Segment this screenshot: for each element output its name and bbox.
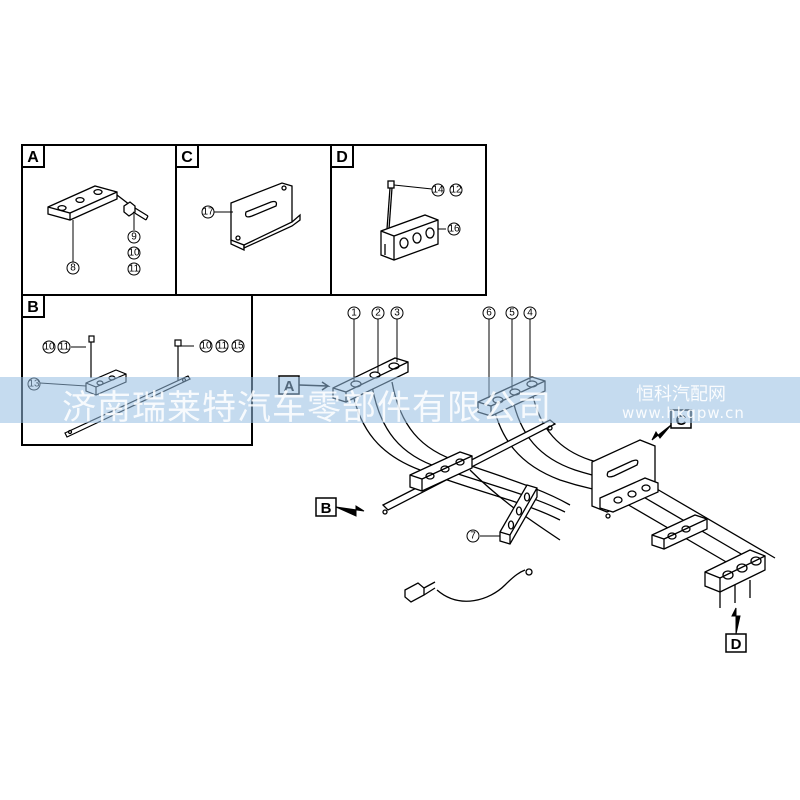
part-callouts-d: 14 12 16	[431, 183, 463, 236]
watermark-site-url: www.hkqpw.cn	[622, 404, 745, 422]
callout-15: 15	[232, 341, 244, 352]
bracket-c	[230, 182, 301, 252]
long-bolt-d	[386, 180, 395, 230]
callout-3: 3	[394, 308, 400, 319]
callout-b2-10: 10	[200, 341, 212, 352]
callout-b-10: 10	[43, 342, 55, 353]
callout-5: 5	[509, 308, 515, 319]
svg-text:B: B	[321, 500, 332, 517]
callout-4: 4	[527, 308, 533, 319]
callout-10: 10	[128, 248, 140, 259]
panel-a: A 8 9 10 11	[21, 144, 177, 296]
bolts-b	[88, 335, 182, 382]
panel-d-label: D	[336, 149, 348, 166]
panel-b-label: B	[27, 299, 39, 316]
main-assembly	[332, 357, 776, 608]
callout-1: 1	[351, 308, 357, 319]
callout-b2-11: 11	[217, 341, 228, 352]
callout-11: 11	[129, 264, 140, 275]
bolt-a	[123, 201, 149, 221]
part-callouts-b: 10 11 10 11 15 13	[27, 339, 245, 391]
callout-16: 16	[448, 224, 460, 235]
panel-d: D 14 12 16	[330, 144, 487, 296]
watermark-company-name: 济南瑞莱特汽车零部件有限公司	[62, 388, 552, 428]
callout-17: 17	[202, 207, 214, 218]
watermark-site-name: 恒科汽配网	[636, 384, 726, 405]
callout-7: 7	[470, 531, 476, 542]
callout-2: 2	[375, 308, 381, 319]
ref-tag-b: B	[315, 497, 365, 517]
clamp-block-a	[47, 185, 131, 221]
callout-8: 8	[70, 263, 76, 274]
callout-b-11: 11	[59, 342, 70, 353]
callout-9: 9	[131, 232, 137, 243]
main-callouts: 1 2 3 6 5 4 7	[347, 306, 537, 543]
ref-tag-d: D	[725, 607, 747, 653]
panel-c: C 17	[175, 144, 332, 296]
callout-12: 12	[450, 185, 462, 196]
clamp-block-d	[380, 214, 439, 261]
panel-a-label: A	[27, 149, 39, 166]
watermark-banner	[0, 377, 800, 423]
panel-c-label: C	[181, 149, 193, 166]
callout-14: 14	[432, 185, 444, 196]
part-callouts-a: 8 9 10 11	[66, 230, 141, 276]
svg-text:D: D	[731, 636, 742, 653]
callout-6: 6	[486, 308, 492, 319]
